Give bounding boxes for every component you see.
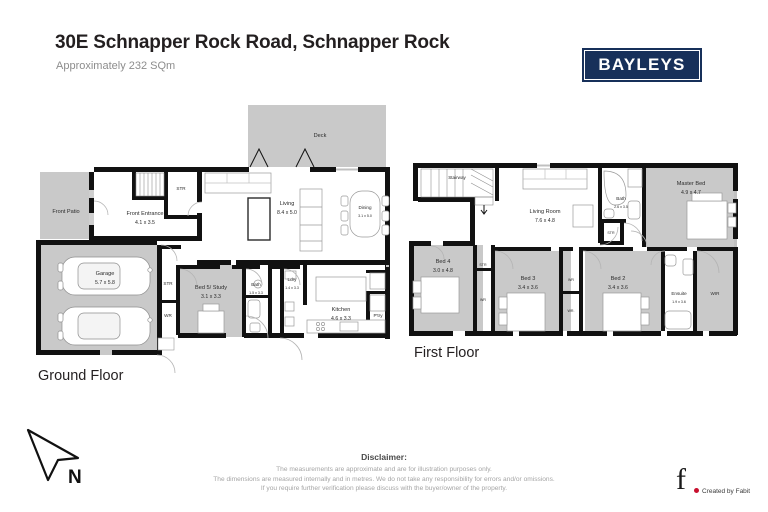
room-dim-garage: 5.7 x 5.8 [95, 280, 115, 286]
room-label-master-bed: Master Bed [677, 181, 706, 187]
room-label-front-entrance: Front Entrance [127, 211, 164, 217]
room-label-bed2: Bed 2 [611, 276, 626, 282]
stair-direction-arrow [480, 205, 488, 215]
car-upper [57, 256, 153, 296]
room-label-wr-bed4: WR [480, 298, 486, 302]
room-label-wir: WIR [711, 291, 721, 296]
room-dim-master-bed: 4.9 x 4.7 [681, 190, 701, 196]
first-bath-fixtures [603, 168, 643, 220]
room-dim-front-entrance: 4.1 x 3.5 [135, 220, 155, 226]
room-dim-dining: 3.1 x 5.0 [358, 214, 372, 218]
bed3-furniture [498, 292, 546, 332]
disclaimer-block: Disclaimer: The measurements are approxi… [184, 452, 584, 494]
fabit-logo-icon: f [676, 463, 686, 496]
first-living-sofa [522, 168, 594, 228]
first-floor-plan: Stairway Living Room 7.6 x 4.8 Bath 2.6 … [409, 163, 738, 336]
bed4-furniture [412, 276, 460, 314]
ground-stairs [135, 172, 165, 197]
room-dim-bed2: 3.4 x 3.6 [608, 285, 628, 291]
living-cabinet [299, 188, 323, 252]
room-dim-bed3: 3.4 x 3.6 [518, 285, 538, 291]
ground-floor-plan: Front Patio Front Entrance 4.1 x 3.5 STR… [36, 105, 390, 374]
room-label-stairway: Stairway [448, 175, 466, 180]
room-label-ldry: Ldry [288, 277, 298, 282]
ensuite-fixtures [664, 254, 694, 330]
room-dim-bath: 1.5 x 3.3 [249, 291, 263, 295]
disclaimer-title: Disclaimer: [361, 452, 407, 462]
car-lower [57, 306, 153, 346]
bed2-furniture [602, 292, 650, 332]
room-label-garage: Garage [96, 271, 115, 277]
dining-set [340, 190, 390, 238]
first-floor-label: First Floor [414, 345, 480, 361]
north-arrow-icon [26, 428, 80, 482]
kitchen-fixtures [306, 272, 386, 334]
ground-room-labels: Front Patio Front Entrance 4.1 x 3.5 STR… [52, 133, 383, 322]
compass-north-label: N [68, 467, 82, 488]
room-dim-living-room: 7.6 x 4.8 [535, 218, 555, 224]
room-label-living: Living [280, 201, 295, 207]
room-label-ensuite: Ensuite [671, 291, 687, 296]
room-label-kitchen: Kitchen [332, 307, 351, 313]
first-door-arcs [430, 222, 720, 274]
deck-area [248, 105, 386, 167]
bayleys-logo-border: BAYLEYS [584, 50, 700, 80]
room-label-str-first: STR [607, 231, 615, 235]
first-walls [409, 163, 738, 336]
fabit-credit: f Created by Fabit [676, 463, 766, 506]
room-label-pantry: P'try [373, 313, 383, 318]
room-dim-bed4: 3.0 x 4.8 [433, 268, 453, 274]
room-label-dining: Dining [358, 205, 371, 210]
fireplace [247, 197, 271, 241]
bayleys-logo: BAYLEYS [582, 48, 702, 82]
ground-door-arcs [93, 200, 303, 374]
page-title: 30E Schnapper Rock Road, Schnapper Rock [55, 32, 450, 53]
room-label-living-room: Living Room [529, 209, 560, 215]
wir-area [695, 251, 737, 331]
bayleys-logo-text: BAYLEYS [598, 55, 686, 74]
bath-fixtures [247, 279, 263, 333]
room-dim-bed5-study: 3.1 x 3.3 [201, 294, 221, 300]
room-dim-living: 8.4 x 5.0 [277, 210, 297, 216]
room-label-bath: Bath [251, 282, 261, 287]
room-label-front-patio: Front Patio [52, 209, 79, 215]
disclaimer-line-3: If you require further verification plea… [260, 485, 508, 492]
fabit-credit-text: Created by Fabit [702, 488, 751, 495]
room-dim-bath-first: 2.6 x 3.5 [614, 205, 628, 209]
room-label-str-bed4: STR [479, 263, 487, 267]
room-dim-kitchen: 4.6 x 3.3 [331, 316, 351, 322]
fabit-dot-icon [694, 488, 699, 493]
laundry-fixtures [284, 270, 297, 327]
deck-roof-lines [249, 147, 315, 168]
room-label-wr-bed3: WR [568, 278, 574, 282]
room-label-bath-first: Bath [616, 196, 626, 201]
room-dim-ensuite: 1.9 x 3.6 [672, 300, 686, 304]
ground-floor-label: Ground Floor [38, 368, 124, 384]
living-sofa [204, 172, 272, 194]
master-bed-furniture [686, 192, 737, 240]
bed5-furniture [197, 303, 225, 334]
compass-rose: N [22, 428, 100, 500]
room-label-str-entry: STR [176, 186, 186, 191]
room-dim-ldry: 1.4 x 3.3 [285, 286, 299, 290]
room-label-str-garage: STR [163, 281, 173, 286]
ground-walls [36, 167, 390, 355]
room-label-bed5-study: Bed 5/ Study [195, 285, 227, 291]
first-room-labels: Stairway Living Room 7.6 x 4.8 Bath 2.6 … [433, 175, 720, 313]
disclaimer-line-2: The dimensions are measured internally a… [213, 475, 555, 483]
page-subtitle: Approximately 232 SQm [56, 60, 176, 72]
room-label-wr-bed2: WR. [568, 309, 575, 313]
disclaimer-line-1: The measurements are approximate and are… [276, 466, 492, 473]
room-label-deck: Deck [314, 133, 327, 139]
room-label-bed3: Bed 3 [521, 276, 536, 282]
front-patio-area [40, 172, 94, 239]
garage-closet [157, 337, 175, 351]
room-label-wr-garage: WR [164, 313, 172, 318]
room-label-bed4: Bed 4 [436, 259, 451, 265]
